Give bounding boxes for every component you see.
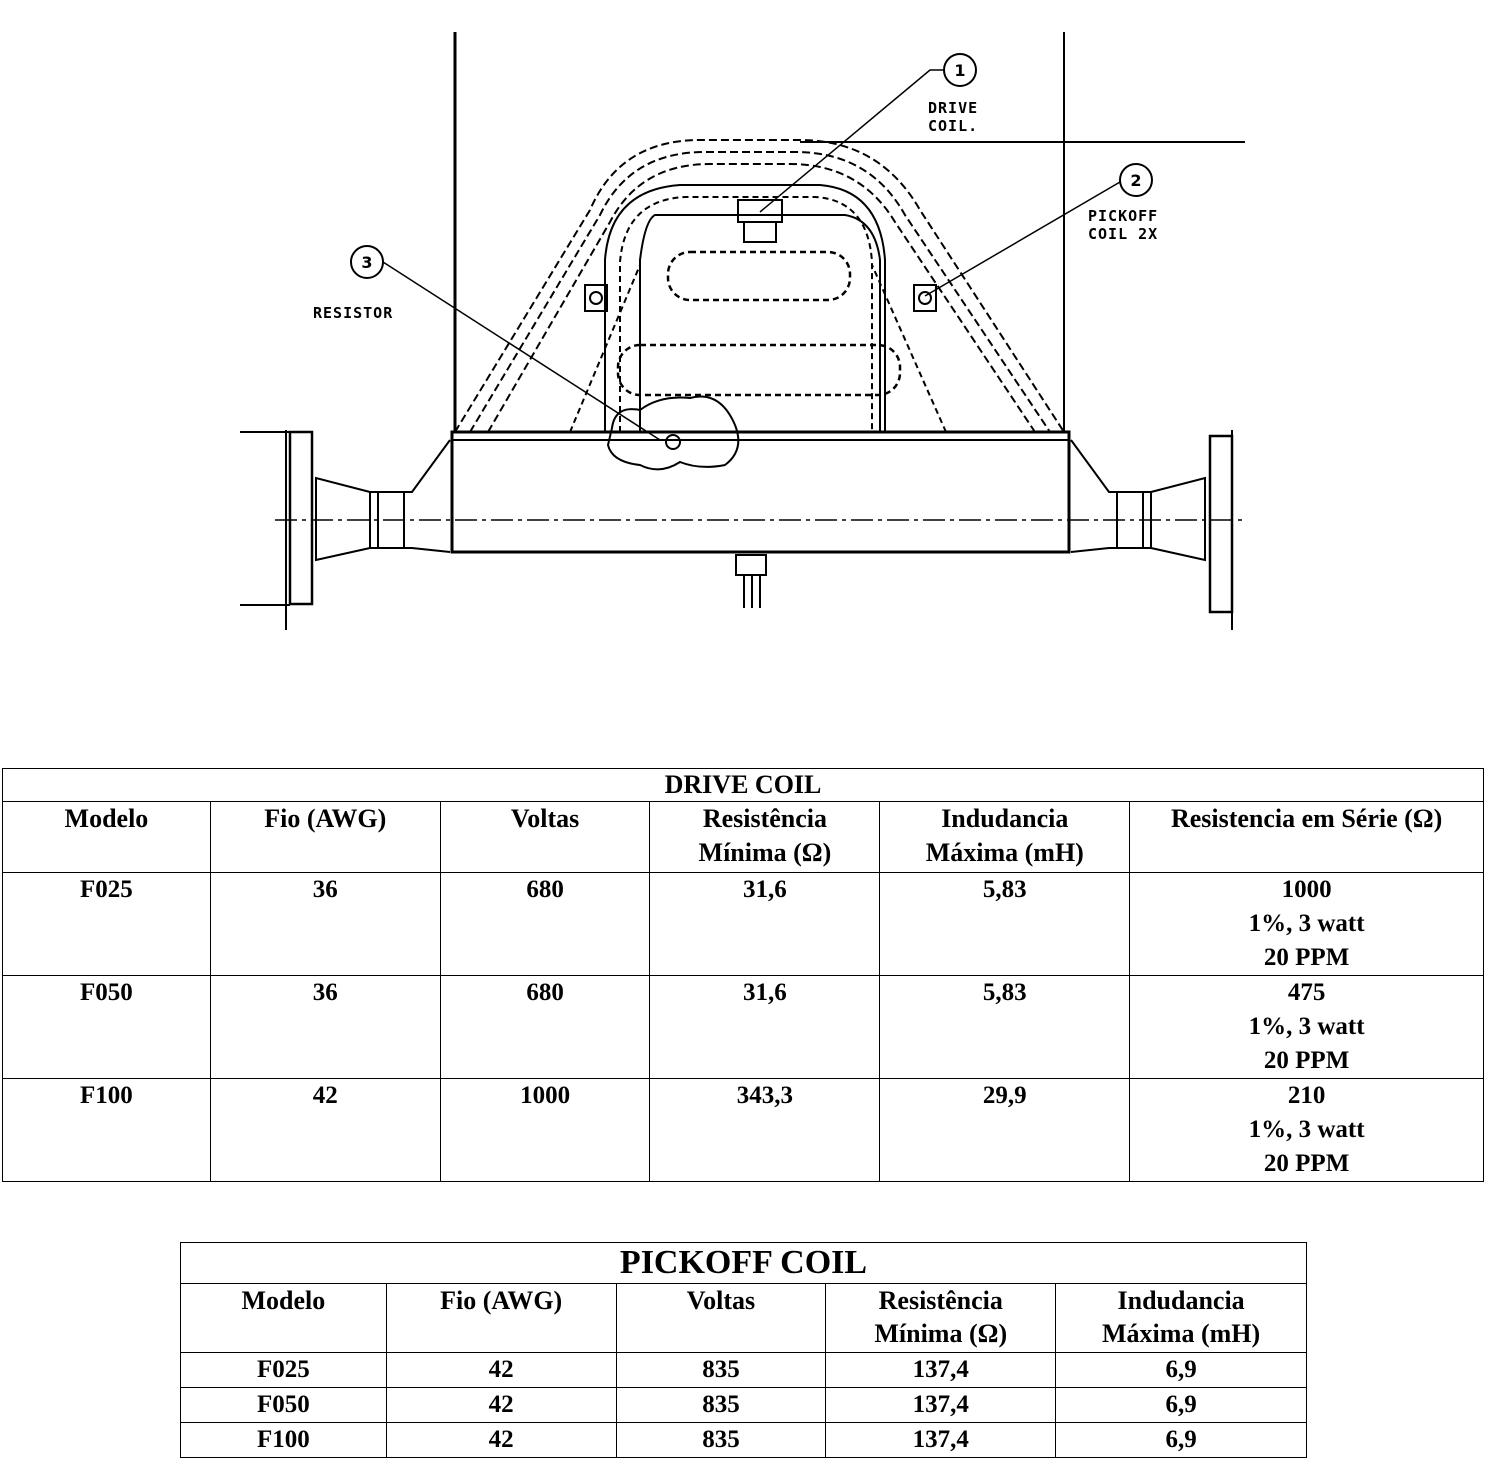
- cell-fio: 42: [385, 1387, 617, 1423]
- header-indutancia-line1: Indudancia: [941, 804, 1069, 833]
- flowmeter-drawing: 1 2 3 DRIVE COIL. PICKOFF COIL 2X RESIST…: [240, 32, 1245, 630]
- table-title-row: DRIVE COIL: [2, 768, 1484, 802]
- cell-serie: 1000 1%, 3 watt 20 PPM: [1129, 872, 1484, 976]
- cell-indutancia: 6,9: [1055, 1387, 1307, 1423]
- cell-voltas: 835: [615, 1422, 827, 1458]
- table-row: F025 42 835 137,4 6,9: [180, 1352, 1307, 1388]
- serie-spec: 1%, 3 watt: [1248, 1116, 1365, 1143]
- table-row: F050 36 680 31,6 5,83 475 1%, 3 watt 20 …: [2, 975, 1484, 1079]
- header-fio: Fio (AWG): [385, 1283, 617, 1353]
- cell-resistencia: 137,4: [825, 1422, 1057, 1458]
- cell-modelo: F050: [2, 975, 211, 1079]
- cell-resistencia: 31,6: [649, 975, 881, 1079]
- callout-2-number: 2: [1130, 171, 1141, 190]
- header-indutancia: Indudancia Máxima (mH): [879, 801, 1131, 873]
- cell-indutancia: 5,83: [879, 872, 1131, 976]
- cell-voltas: 1000: [439, 1078, 651, 1182]
- header-modelo: Modelo: [180, 1283, 387, 1353]
- table-row: F100 42 1000 343,3 29,9 210 1%, 3 watt 2…: [2, 1078, 1484, 1182]
- header-indutancia-line2: Máxima (mH): [1102, 1319, 1261, 1348]
- serie-value: 1000: [1281, 876, 1332, 903]
- cell-modelo: F050: [180, 1387, 387, 1423]
- header-serie: Resistencia em Série (Ω): [1129, 801, 1484, 873]
- cell-indutancia: 29,9: [879, 1078, 1131, 1182]
- pickoff-coil-label-line1: PICKOFF: [1088, 207, 1158, 225]
- table-title-row: PICKOFF COIL: [180, 1242, 1307, 1284]
- callout-1-number: 1: [954, 61, 965, 80]
- cell-fio: 42: [385, 1352, 617, 1388]
- drive-table-title: DRIVE COIL: [2, 768, 1484, 802]
- cell-modelo: F100: [180, 1422, 387, 1458]
- drive-coil-label-line2: COIL.: [928, 117, 978, 135]
- pickoff-coil-label-line2: COIL 2X: [1088, 225, 1158, 243]
- cell-resistencia: 137,4: [825, 1387, 1057, 1423]
- cell-modelo: F100: [2, 1078, 211, 1182]
- cell-modelo: F025: [2, 872, 211, 976]
- cell-fio: 42: [385, 1422, 617, 1458]
- callout-3-number: 3: [361, 253, 372, 272]
- serie-ppm: 20 PPM: [1263, 944, 1350, 971]
- header-indutancia: Indudancia Máxima (mH): [1055, 1283, 1307, 1353]
- header-voltas: Voltas: [439, 801, 651, 873]
- cell-voltas: 835: [615, 1387, 827, 1423]
- serie-value: 210: [1287, 1082, 1326, 1109]
- serie-spec: 1%, 3 watt: [1248, 910, 1365, 937]
- cell-voltas: 680: [439, 975, 651, 1079]
- serie-ppm: 20 PPM: [1263, 1047, 1350, 1074]
- cell-serie: 210 1%, 3 watt 20 PPM: [1129, 1078, 1484, 1182]
- cell-fio: 36: [209, 975, 441, 1079]
- serie-value: 475: [1287, 979, 1326, 1006]
- header-modelo: Modelo: [2, 801, 211, 873]
- cell-indutancia: 6,9: [1055, 1352, 1307, 1388]
- header-indutancia-line2: Máxima (mH): [925, 838, 1084, 867]
- cell-modelo: F025: [180, 1352, 387, 1388]
- table-row: F100 42 835 137,4 6,9: [180, 1422, 1307, 1458]
- cell-fio: 36: [209, 872, 441, 976]
- cell-voltas: 835: [615, 1352, 827, 1388]
- header-resistencia: Resistência Mínima (Ω): [649, 801, 881, 873]
- header-fio: Fio (AWG): [209, 801, 441, 873]
- header-resistencia-line2: Mínima (Ω): [874, 1319, 1008, 1348]
- pickoff-coil-table: PICKOFF COIL Modelo Fio (AWG) Voltas Res…: [180, 1242, 1307, 1458]
- cell-indutancia: 5,83: [879, 975, 1131, 1079]
- table-row: F025 36 680 31,6 5,83 1000 1%, 3 watt 20…: [2, 872, 1484, 976]
- header-indutancia-line1: Indudancia: [1117, 1286, 1245, 1315]
- cell-resistencia: 31,6: [649, 872, 881, 976]
- cell-serie: 475 1%, 3 watt 20 PPM: [1129, 975, 1484, 1079]
- serie-spec: 1%, 3 watt: [1248, 1013, 1365, 1040]
- cell-voltas: 680: [439, 872, 651, 976]
- cell-resistencia: 137,4: [825, 1352, 1057, 1388]
- table-header-row: Modelo Fio (AWG) Voltas Resistência Míni…: [2, 801, 1484, 873]
- header-resistencia-line1: Resistência: [878, 1286, 1003, 1315]
- table-row: F050 42 835 137,4 6,9: [180, 1387, 1307, 1423]
- pickoff-table-title: PICKOFF COIL: [180, 1242, 1307, 1284]
- table-header-row: Modelo Fio (AWG) Voltas Resistência Míni…: [180, 1283, 1307, 1353]
- drive-coil-label-line1: DRIVE: [928, 99, 978, 117]
- header-resistencia-line2: Mínima (Ω): [698, 838, 832, 867]
- cell-indutancia: 6,9: [1055, 1422, 1307, 1458]
- drive-coil-table: DRIVE COIL Modelo Fio (AWG) Voltas Resis…: [2, 768, 1484, 1182]
- serie-ppm: 20 PPM: [1263, 1150, 1350, 1177]
- cell-fio: 42: [209, 1078, 441, 1182]
- resistor-label: RESISTOR: [313, 304, 393, 322]
- header-voltas: Voltas: [615, 1283, 827, 1353]
- header-resistencia-line1: Resistência: [702, 804, 828, 833]
- header-resistencia: Resistência Mínima (Ω): [825, 1283, 1057, 1353]
- cell-resistencia: 343,3: [649, 1078, 881, 1182]
